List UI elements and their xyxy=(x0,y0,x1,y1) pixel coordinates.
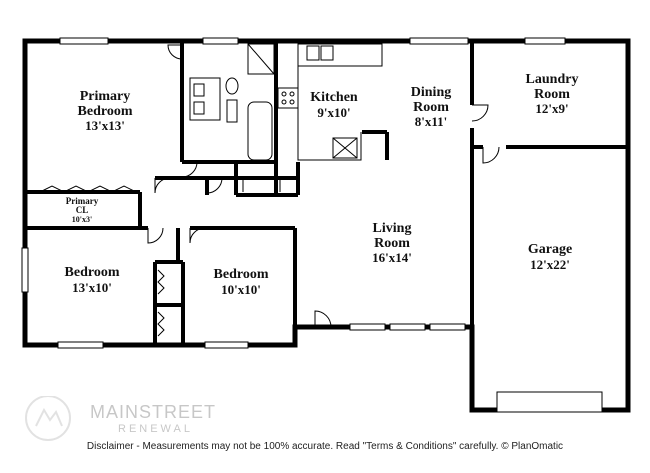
room-bedroom-mid: Bedroom 10'x10' xyxy=(213,267,269,297)
room-primary-closet: Primary CL 10'x3' xyxy=(65,196,99,224)
room-kitchen: Kitchen 9'x10' xyxy=(310,90,358,120)
room-bedroom-left: Bedroom 13'x10' xyxy=(64,265,120,295)
room-dimensions: 8'x11' xyxy=(414,114,448,130)
room-name: Dining xyxy=(410,85,452,100)
room-dimensions: 13'x13' xyxy=(85,118,125,134)
room-name: Garage xyxy=(527,242,573,257)
room-name: Room xyxy=(534,86,570,102)
doors xyxy=(39,44,500,337)
bath-fixtures xyxy=(189,43,275,161)
room-name: Primary xyxy=(79,89,131,104)
room-dining: Dining Room 8'x11' xyxy=(410,85,452,130)
room-name: Bedroom xyxy=(77,103,133,119)
disclaimer-text: Disclaimer - Measurements may not be 100… xyxy=(86,441,564,452)
room-dimensions: 16'x14' xyxy=(372,250,412,266)
room-name: Living xyxy=(372,221,412,236)
room-name: Primary xyxy=(65,196,99,206)
room-garage: Garage 12'x22' xyxy=(527,242,573,272)
interior-walls xyxy=(25,41,628,345)
room-laundry: Laundry Room 12'x9' xyxy=(525,72,579,117)
room-name: Kitchen xyxy=(310,90,358,105)
room-name: Bedroom xyxy=(64,265,120,280)
windows xyxy=(21,37,603,413)
mainstreet-logo-icon xyxy=(25,396,71,441)
watermark-brand: MAINSTREET xyxy=(90,402,217,422)
room-dimensions: 10'x3' xyxy=(71,214,93,224)
room-name: Bedroom xyxy=(213,267,269,282)
room-dimensions: 12'x22' xyxy=(530,256,570,272)
room-dimensions: 13'x10' xyxy=(72,279,112,295)
room-name: CL xyxy=(75,205,89,216)
room-name: Room xyxy=(413,99,449,115)
room-dimensions: 9'x10' xyxy=(317,104,351,120)
room-dimensions: 10'x10' xyxy=(221,281,261,297)
room-primary-bedroom: Primary Bedroom 13'x13' xyxy=(77,89,133,134)
room-name: Room xyxy=(374,235,410,251)
room-living: Living Room 16'x14' xyxy=(372,221,412,266)
kitchen-fixtures xyxy=(277,41,383,161)
room-name: Laundry xyxy=(525,72,579,87)
watermark-sub: RENEWAL xyxy=(118,423,193,435)
room-dimensions: 12'x9' xyxy=(535,101,569,117)
